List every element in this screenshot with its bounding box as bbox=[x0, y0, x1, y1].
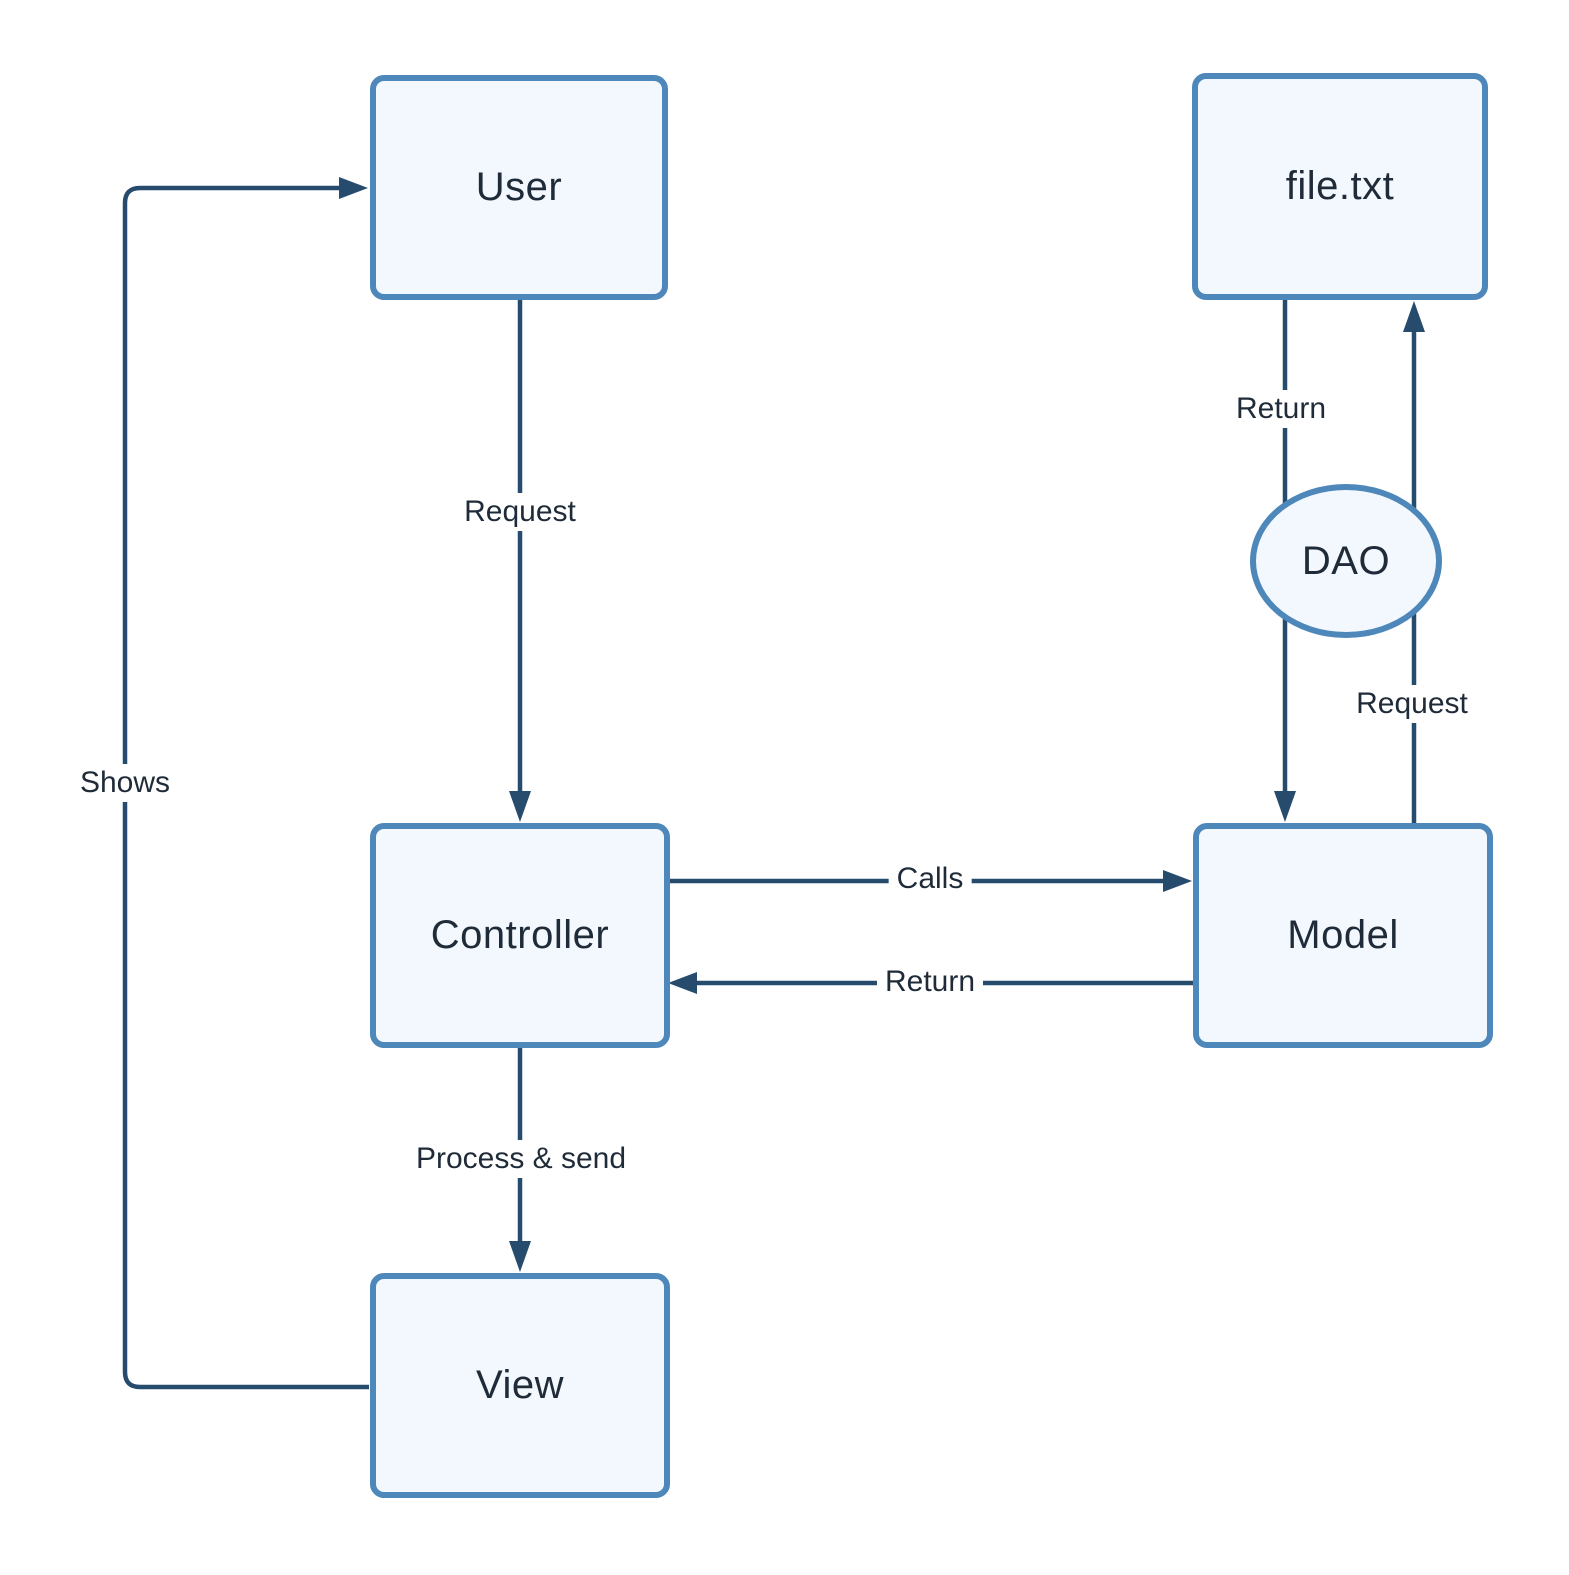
node-model-label: Model bbox=[1287, 913, 1399, 957]
edge-label-request-model-file: Request bbox=[1348, 685, 1476, 723]
edge-label-request-user-controller: Request bbox=[456, 493, 584, 531]
edge-label-calls: Calls bbox=[888, 860, 972, 898]
arrowhead-into-model-top bbox=[1274, 791, 1296, 822]
node-view: View bbox=[370, 1273, 670, 1498]
node-dao-label: DAO bbox=[1301, 538, 1391, 583]
edge-label-shows: Shows bbox=[71, 764, 179, 802]
arrowhead-into-controller-right bbox=[668, 972, 697, 994]
edge-label-process-send: Process & send bbox=[407, 1140, 635, 1178]
edge-label-return-file-model: Return bbox=[1227, 390, 1335, 428]
node-controller: Controller bbox=[370, 823, 670, 1048]
arrowhead-into-user-left bbox=[339, 177, 368, 199]
arrowhead-into-file-bottom bbox=[1403, 301, 1425, 332]
node-user: User bbox=[370, 75, 668, 300]
node-view-label: View bbox=[476, 1363, 564, 1407]
arrowhead-into-view-top bbox=[509, 1241, 531, 1272]
node-file-label: file.txt bbox=[1285, 164, 1395, 208]
node-dao: DAO bbox=[1250, 484, 1442, 638]
arrowhead-into-model-left bbox=[1163, 870, 1192, 892]
node-user-label: User bbox=[475, 165, 563, 209]
node-model: Model bbox=[1193, 823, 1493, 1048]
edge-label-return-model-controller: Return bbox=[876, 963, 984, 1001]
node-controller-label: Controller bbox=[430, 913, 610, 957]
arrowhead-into-controller-top bbox=[509, 791, 531, 822]
node-file: file.txt bbox=[1192, 73, 1488, 300]
